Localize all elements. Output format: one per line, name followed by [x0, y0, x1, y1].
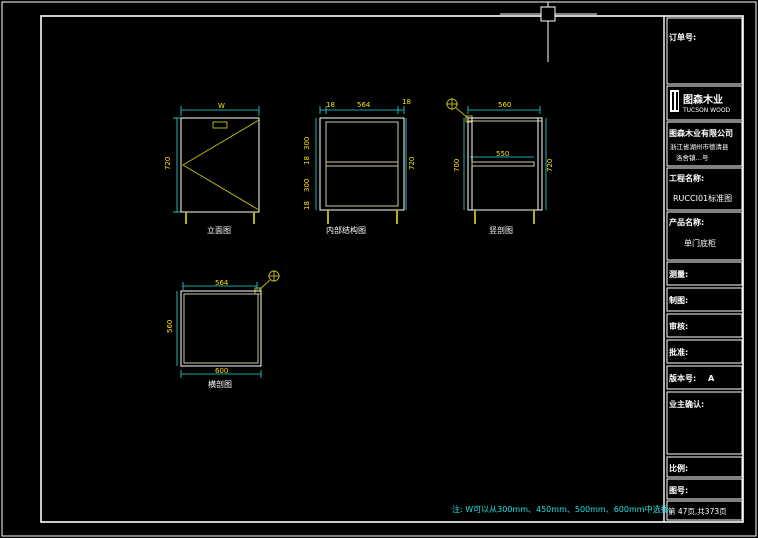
company-address-line2: 洛舍镇…号: [676, 153, 709, 162]
vertical-shelf-dim: 550: [496, 150, 509, 158]
owner-confirm-label: 业主确认:: [669, 399, 704, 409]
front-elevation-view[interactable]: [173, 106, 260, 224]
drawing-no-label: 图号:: [669, 486, 688, 495]
vertical-height-dim: 700: [453, 159, 461, 172]
internal-total-dim: 720: [408, 157, 416, 170]
internal-h2-dim: 18: [303, 156, 311, 165]
project-name: RUCCI01标准图: [673, 193, 732, 203]
order-no-label: 订单号:: [669, 32, 696, 42]
company-address-line1: 浙江省湖州市德清县: [670, 142, 729, 151]
product-label: 产品名称:: [669, 217, 704, 227]
title-block: [663, 16, 743, 522]
drawing-frame: [40, 15, 744, 523]
vertical-view-label: 竖剖图: [489, 225, 513, 235]
front-width-dim: W: [218, 102, 225, 110]
internal-left-dim: 18: [326, 101, 335, 109]
horizontal-depth-dim: 560: [166, 320, 174, 333]
company-name: 图森木业有限公司: [669, 128, 733, 138]
crosshair-cursor: [500, 2, 597, 62]
internal-right-dim: 18: [402, 98, 411, 106]
horizontal-view-label: 横剖图: [208, 379, 232, 389]
svg-text:图森木业: 图森木业: [683, 93, 723, 106]
front-height-dim: 720: [164, 157, 172, 170]
version-label: 版本号:: [668, 373, 696, 383]
internal-h4-dim: 18: [303, 201, 311, 210]
horizontal-section-view[interactable]: [176, 270, 280, 378]
version-value: A: [708, 374, 715, 383]
approve-label: 批准:: [669, 347, 688, 357]
width-options-note: 注: W可以从300mm、450mm、500mm、600mm中选择。: [452, 504, 677, 514]
internal-h1-dim: 300: [303, 137, 311, 150]
vertical-depth-dim: 560: [498, 101, 511, 109]
horizontal-bottom-dim: 600: [215, 367, 228, 375]
internal-structure-view[interactable]: [315, 106, 407, 224]
scale-label: 比例:: [669, 463, 688, 473]
measure-label: 测量:: [669, 269, 688, 279]
internal-h3-dim: 300: [303, 179, 311, 192]
product-name: 单门底柜: [684, 238, 716, 248]
internal-view-label: 内部结构图: [326, 225, 366, 235]
horizontal-top-dim: 564: [215, 279, 229, 287]
page-info: 第 47页,共373页: [668, 506, 727, 516]
internal-width-dim: 564: [357, 101, 371, 109]
svg-text:TUCSON WOOD: TUCSON WOOD: [682, 107, 731, 114]
front-view-label: 立面图: [207, 225, 231, 235]
vertical-section-view[interactable]: [446, 98, 547, 224]
vertical-height-right-dim: 720: [546, 159, 554, 172]
draw-label: 制图:: [669, 295, 688, 305]
review-label: 审核:: [669, 321, 688, 331]
project-label: 工程名称:: [669, 173, 704, 183]
company-logo: 图森木业 TUCSON WOOD: [670, 90, 731, 114]
